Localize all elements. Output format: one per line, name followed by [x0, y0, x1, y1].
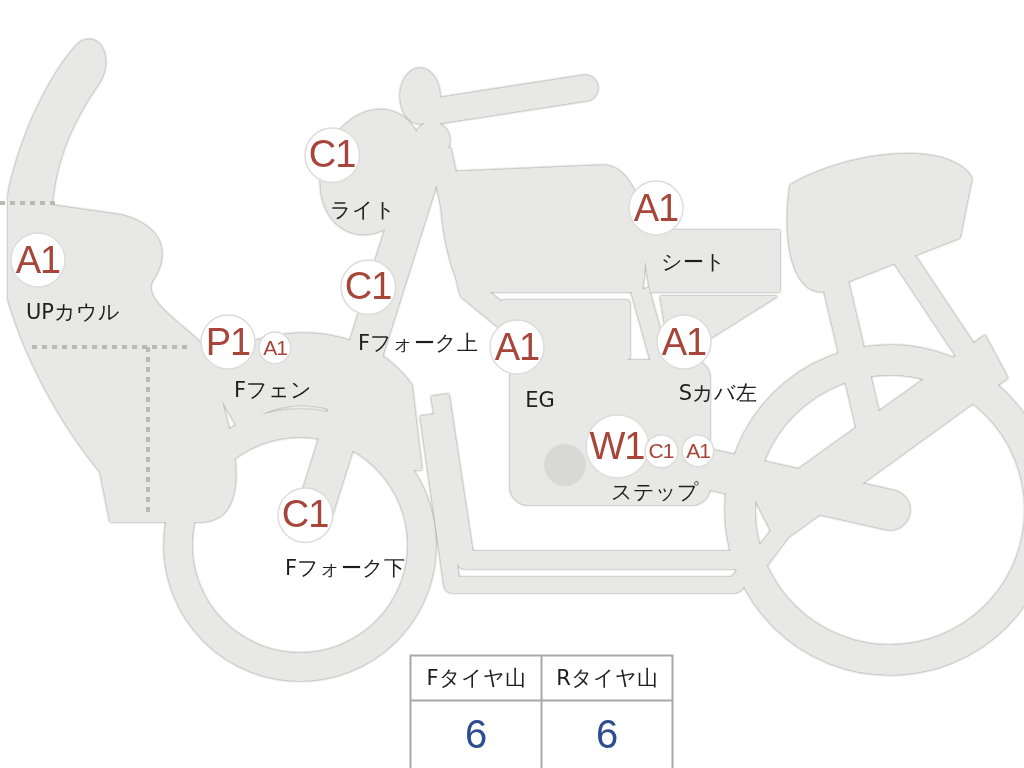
cowl-section-lines — [0, 203, 190, 516]
damage-callout: A1UPカウル — [10, 232, 66, 288]
handlebar — [430, 88, 585, 112]
part-name: EG — [525, 388, 555, 412]
damage-callout: A1EG — [489, 319, 545, 375]
callout-circle-shape — [201, 315, 255, 369]
table-value: 6 — [465, 712, 487, 757]
table-value: 6 — [596, 712, 618, 757]
part-name: Fフォーク上 — [358, 329, 478, 357]
damage-callout: C1 — [644, 434, 679, 469]
damage-code: W1 — [585, 414, 650, 479]
table-border — [411, 656, 673, 768]
callout-circle-shape — [341, 260, 396, 315]
damage-code: A1 — [681, 434, 715, 468]
callout-circle-shape — [682, 435, 714, 467]
damage-callout: C1ライト — [304, 127, 361, 184]
table-header: Rタイヤ山 — [556, 664, 658, 692]
seat-base — [640, 230, 780, 292]
damage-code: A1 — [10, 232, 66, 288]
bike-body — [8, 39, 1024, 667]
damage-code: C1 — [304, 127, 361, 184]
upper-cowl — [8, 39, 236, 522]
damage-code: C1 — [277, 487, 334, 544]
callout-circle-shape — [278, 488, 333, 543]
callout-circle-shape — [645, 435, 678, 468]
callout-circle-shape — [305, 128, 360, 183]
part-name: Sカバ左 — [679, 379, 757, 407]
exhaust-pipe — [440, 395, 790, 560]
damage-code: A1 — [656, 314, 712, 370]
damage-callout: C1Fフォーク上 — [340, 259, 397, 316]
damage-code: A1 — [258, 331, 292, 365]
damage-callout: C1Fフォーク下 — [277, 487, 334, 544]
part-name: ライト — [330, 196, 396, 224]
seat — [787, 154, 972, 292]
table-rule — [541, 655, 543, 768]
table-header: Fタイヤ山 — [426, 664, 525, 692]
callout-circle-shape — [657, 315, 711, 369]
part-name: UPカウル — [26, 298, 120, 326]
damage-code: A1 — [628, 180, 684, 236]
muffler — [755, 335, 1008, 545]
damage-callout: A1Sカバ左 — [656, 314, 712, 370]
callout-circle-shape — [586, 415, 649, 478]
damage-code: C1 — [340, 259, 397, 316]
handle-grip — [400, 68, 440, 124]
callout-circle-shape — [629, 181, 683, 235]
fuel-tank — [440, 165, 645, 292]
part-name: ステップ — [611, 478, 699, 506]
damage-callout: W1ステップ — [585, 414, 650, 479]
engine-cover — [544, 444, 586, 486]
damage-callout: P1Fフェン — [200, 314, 256, 370]
headlight — [303, 95, 441, 249]
damage-callout: A1 — [681, 434, 715, 468]
damage-code: A1 — [489, 319, 545, 375]
callout-circle-shape — [490, 320, 544, 374]
damage-callout: A1 — [258, 331, 292, 365]
damage-callout: A1シート — [628, 180, 684, 236]
damage-code: C1 — [644, 434, 679, 469]
callout-circle-shape — [11, 233, 65, 287]
callout-circle-shape — [259, 332, 291, 364]
part-name: Fフォーク下 — [285, 554, 405, 582]
part-name: シート — [661, 248, 726, 276]
part-name: Fフェン — [234, 376, 312, 404]
damage-code: P1 — [200, 314, 256, 370]
